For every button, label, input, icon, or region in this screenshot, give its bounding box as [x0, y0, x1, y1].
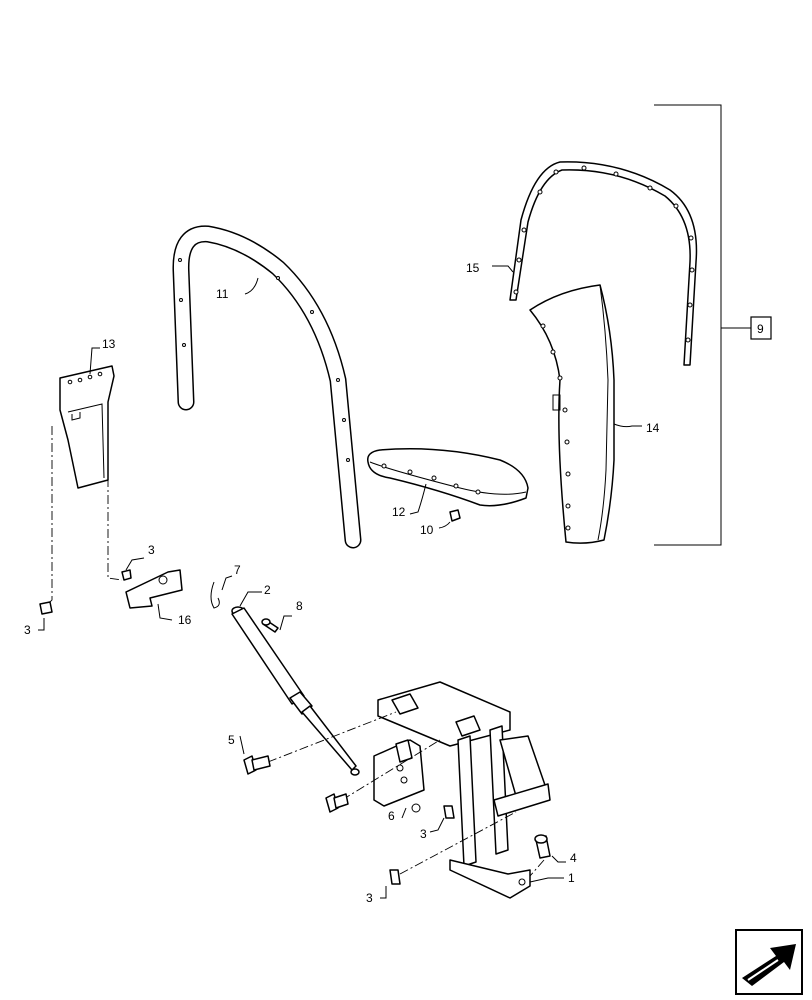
assembly-9-bracket — [654, 104, 772, 546]
part-1-mount-frame — [373, 681, 564, 899]
label-16: 16 — [178, 613, 192, 627]
part-11-tube-frame — [172, 225, 362, 549]
assembly-line-5 — [267, 711, 397, 763]
label-3-d: 3 — [366, 891, 373, 905]
part-16-bracket — [125, 569, 183, 621]
label-11: 11 — [216, 287, 229, 301]
label-3-b: 3 — [24, 623, 31, 637]
label-13: 13 — [102, 337, 116, 351]
part-2-gas-strut — [231, 591, 360, 776]
label-1: 1 — [568, 871, 575, 885]
part-6-bolt — [325, 793, 421, 819]
label-15: 15 — [466, 261, 480, 275]
part-5-bolt — [239, 735, 271, 775]
label-6: 6 — [388, 809, 395, 823]
label-2: 2 — [264, 583, 271, 597]
part-7-clip — [210, 575, 233, 609]
assembly-line-3c — [399, 811, 517, 875]
label-10: 10 — [420, 523, 434, 537]
assembly-line-4 — [529, 859, 545, 877]
assembly-line-13b — [107, 410, 123, 581]
part-10-screw — [438, 509, 461, 529]
label-8: 8 — [296, 599, 303, 613]
part-14-side-panel — [529, 284, 642, 544]
label-5: 5 — [228, 733, 235, 747]
assembly-line-6 — [341, 739, 441, 801]
label-12: 12 — [392, 505, 406, 519]
label-3-a: 3 — [148, 543, 155, 557]
label-3-c: 3 — [420, 827, 427, 841]
arrow-next-icon[interactable] — [735, 929, 803, 995]
label-7: 7 — [234, 563, 241, 577]
label-4: 4 — [570, 851, 577, 865]
part-3-screw-c — [429, 805, 455, 833]
label-14: 14 — [646, 421, 660, 435]
label-9: 9 — [757, 322, 764, 336]
part-8-pin — [261, 615, 292, 633]
callout-box-9 — [750, 316, 772, 340]
part-12-cushion — [367, 448, 529, 515]
part-4-bolt — [534, 834, 566, 863]
part-3-screw-d — [380, 869, 401, 899]
assembly-line-13a — [45, 426, 53, 607]
part-15-edge-trim — [492, 161, 698, 366]
part-3-screw-b — [38, 601, 53, 631]
part-3-screw-a — [121, 557, 145, 581]
part-13-front-panel — [59, 347, 115, 489]
